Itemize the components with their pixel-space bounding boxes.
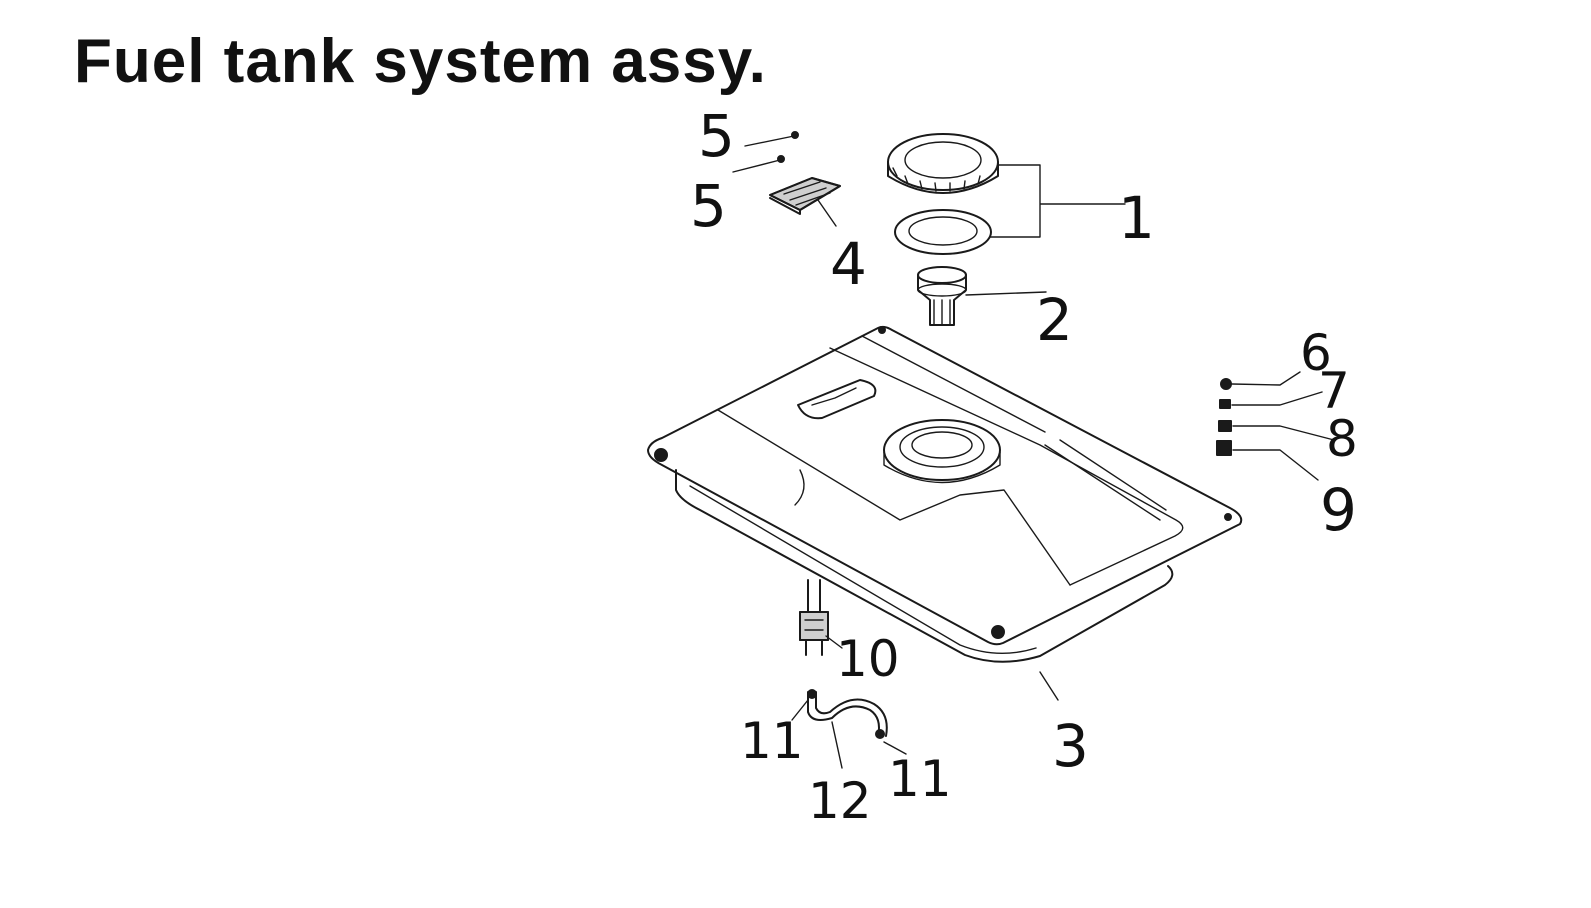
diagram-title: Fuel tank system assy. <box>74 27 767 96</box>
leader-line-12 <box>831 721 843 769</box>
fuel-cock-part <box>799 579 829 656</box>
screw-part-upper <box>744 131 799 147</box>
callout-4: 4 <box>830 230 867 298</box>
hose-clip-upper <box>807 689 817 699</box>
hose-clip-lower <box>875 729 885 739</box>
leader-line-3 <box>1039 671 1059 701</box>
callout-8: 8 <box>1326 410 1358 468</box>
fuel-strainer-part <box>917 266 967 326</box>
callout-11-left: 11 <box>740 712 804 770</box>
leader-line-4 <box>817 199 837 227</box>
callout-2: 2 <box>1036 286 1073 354</box>
fuel-tank-part <box>647 325 1243 663</box>
callout-5-lower: 5 <box>690 172 727 240</box>
leader-line-11b <box>883 741 907 755</box>
callout-10: 10 <box>836 630 900 688</box>
callout-1: 1 <box>1118 184 1155 252</box>
fuel-cap-part <box>887 133 999 194</box>
cap-gasket-part <box>894 209 992 255</box>
hardware-stack-part <box>1216 371 1335 481</box>
leader-line-11a <box>791 699 809 721</box>
callout-9: 9 <box>1320 476 1357 544</box>
callout-12: 12 <box>808 772 872 830</box>
callout-11-right: 11 <box>888 750 952 808</box>
screw-part-lower <box>732 155 785 173</box>
callout-5-upper: 5 <box>698 102 735 170</box>
leader-line-10 <box>825 635 843 649</box>
callout-3: 3 <box>1052 712 1089 780</box>
leader-line-2 <box>965 291 1047 296</box>
callout-6: 6 <box>1300 324 1332 382</box>
fuel-gauge-part <box>769 177 841 215</box>
fuel-hose-part <box>807 691 888 737</box>
leader-line-1 <box>989 164 1126 238</box>
callout-7: 7 <box>1318 362 1350 420</box>
